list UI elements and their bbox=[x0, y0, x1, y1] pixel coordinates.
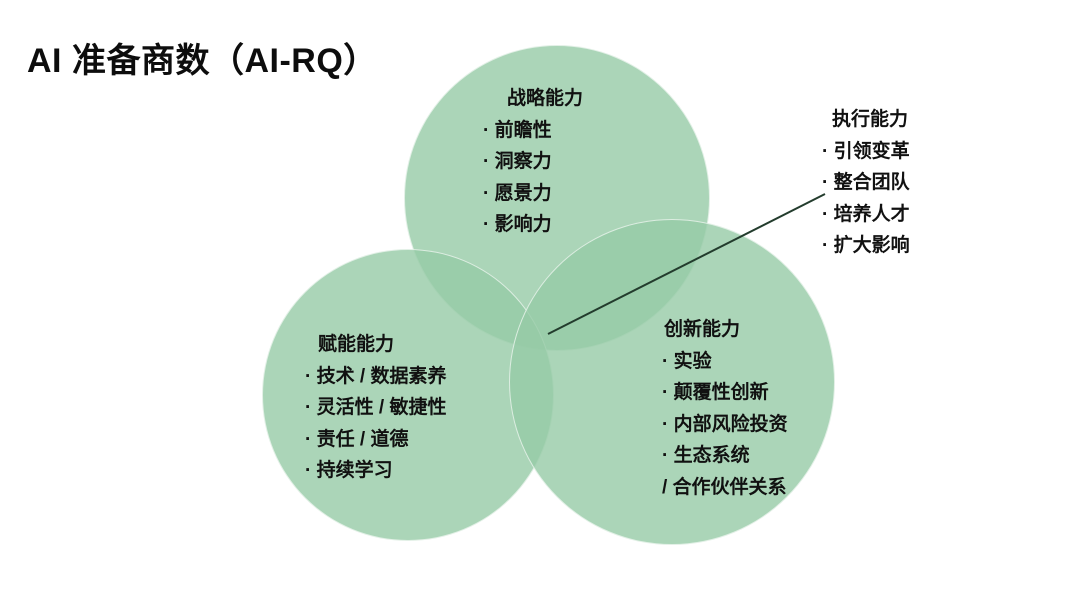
innovation-item: · 生态系统 bbox=[662, 445, 750, 466]
empowerment-item: · 持续学习 bbox=[305, 460, 393, 481]
empowerment-item: · 技术 / 数据素养 bbox=[305, 365, 447, 387]
empowerment-item: · 灵活性 / 敏捷性 bbox=[305, 397, 447, 418]
innovation-item: · 内部风险投资 bbox=[662, 413, 788, 435]
strategy-item: · 洞察力 bbox=[483, 151, 552, 172]
venn-circle-empowerment bbox=[262, 249, 554, 541]
execution-item: · 引领变革 bbox=[822, 140, 910, 162]
innovation-item: / 合作伙伴关系 bbox=[662, 476, 787, 498]
label-group-innovation: 创新能力 · 实验 · 颠覆性创新 · 内部风险投资 · 生态系统 / 合作伙伴… bbox=[656, 314, 788, 503]
empowerment-item: · 责任 / 道德 bbox=[305, 428, 409, 450]
innovation-heading: 创新能力 bbox=[664, 319, 741, 340]
label-group-empowerment: 赋能能力 · 技术 / 数据素养 · 灵活性 / 敏捷性 · 责任 / 道德 ·… bbox=[303, 329, 446, 487]
page-title: AI 准备商数（AI-RQ） bbox=[27, 42, 378, 80]
innovation-item: · 实验 bbox=[662, 350, 712, 372]
strategy-item: · 影响力 bbox=[483, 214, 552, 235]
execution-item: · 整合团队 bbox=[822, 172, 910, 193]
label-group-strategy: 战略能力 · 前瞻性 · 洞察力 · 愿景力 · 影响力 bbox=[481, 83, 583, 241]
innovation-item: · 颠覆性创新 bbox=[662, 382, 769, 403]
strategy-item: · 前瞻性 bbox=[483, 119, 552, 141]
execution-item: · 培养人才 bbox=[822, 203, 910, 225]
strategy-item: · 愿景力 bbox=[483, 182, 552, 204]
label-group-execution: 执行能力 · 引领变革 · 整合团队 · 培养人才 · 扩大影响 bbox=[822, 104, 910, 262]
execution-item: · 扩大影响 bbox=[822, 235, 910, 256]
empowerment-heading: 赋能能力 bbox=[318, 334, 395, 355]
execution-heading: 执行能力 bbox=[832, 109, 909, 130]
strategy-heading: 战略能力 bbox=[507, 88, 584, 109]
